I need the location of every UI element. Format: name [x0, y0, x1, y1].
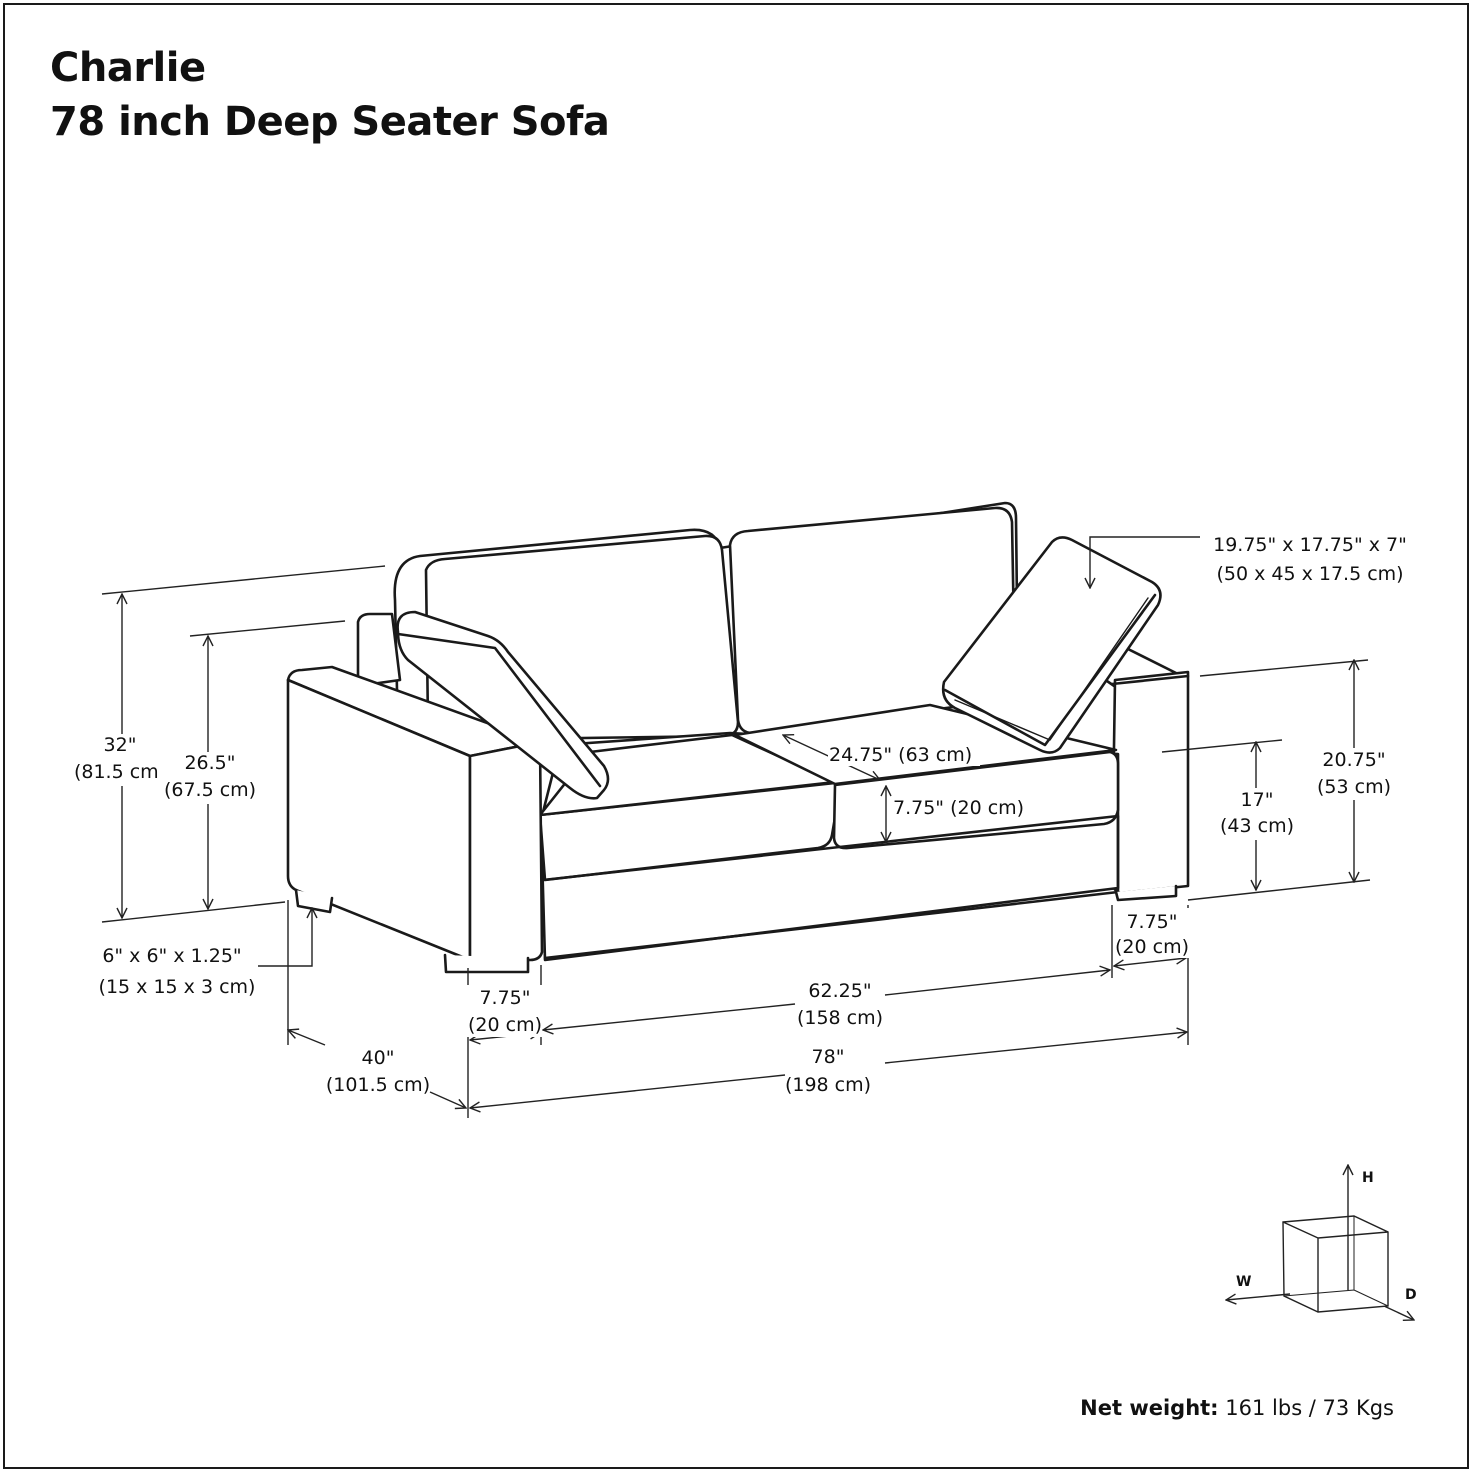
net-weight-label: Net weight: [1080, 1396, 1219, 1420]
depth-cm: (101.5 cm) [326, 1074, 430, 1096]
arm-height-in: 20.75" [1322, 749, 1385, 771]
diagram-frame [3, 3, 1469, 1469]
axis-d-line [1383, 1305, 1414, 1320]
arm-width-left-cm: (20 cm) [468, 1014, 542, 1036]
ext-line [1199, 659, 1369, 677]
throw-pillow-left [396, 610, 610, 800]
ext-line [189, 620, 346, 637]
arm-width-right-cm: (20 cm) [1115, 936, 1189, 958]
right-arm [1110, 670, 1190, 895]
throw-pillow-right-seam [954, 597, 1149, 741]
axis-label-d: D [1405, 1287, 1417, 1303]
seat-width-cm: (158 cm) [797, 1007, 883, 1029]
arm-width-left-in: 7.75" [479, 987, 530, 1009]
product-subtitle: 78 inch Deep Seater Sofa [50, 99, 610, 145]
pillow-size-in: 19.75" x 17.75" x 7" [1213, 534, 1407, 556]
left-arm-front [468, 740, 544, 964]
pillow-size-cm: (50 x 45 x 17.5 cm) [1216, 563, 1403, 585]
throw-pillow-right-edge [943, 593, 1157, 747]
overall-height-in: 32" [104, 734, 137, 756]
back-height-cm: (67.5 cm) [164, 779, 256, 801]
cube-front-edges [1282, 1221, 1389, 1312]
throw-pillow-right [941, 536, 1162, 754]
axis-label-w: W [1236, 1274, 1251, 1290]
dim-depth-right [429, 1091, 466, 1108]
depth-in: 40" [362, 1047, 395, 1069]
cushion-thickness-label: 7.75" (20 cm) [893, 797, 1024, 819]
axis-label-h: H [1362, 1170, 1374, 1186]
throw-pillow-left-edge [396, 632, 602, 788]
overall-height-cm: (81.5 cm) [74, 761, 166, 783]
left-arm-back [356, 612, 402, 688]
base-rail [541, 814, 1120, 960]
dim-arm-right [1114, 958, 1186, 966]
seat-width-in: 62.25" [808, 980, 871, 1002]
dim-width-left [470, 1074, 786, 1108]
right-foot [1114, 884, 1178, 902]
sofa-illustration [286, 501, 1190, 974]
dim-seat-width-left [543, 1003, 796, 1030]
cube-hidden-edges [1283, 1216, 1389, 1307]
leg-size-cm: (15 x 15 x 3 cm) [99, 976, 256, 998]
product-name: Charlie [50, 45, 206, 91]
cube-back-face [1282, 1215, 1389, 1313]
seat-height-cm: (43 cm) [1220, 815, 1294, 837]
ext-line [1187, 879, 1371, 901]
arm-height-cm: (53 cm) [1317, 776, 1391, 798]
ext-line [101, 901, 286, 923]
dim-depth-left [288, 1030, 326, 1046]
seat-depth-label: 24.75" (63 cm) [829, 744, 972, 766]
arm-width-right-in: 7.75" [1126, 911, 1177, 933]
seat-height-in: 17" [1241, 789, 1274, 811]
leg-leader [258, 908, 312, 967]
dim-width-right [884, 1032, 1187, 1064]
dimension-labels: 19.75" x 17.75" x 7" (50 x 45 x 17.5 cm)… [72, 528, 1415, 1096]
leg-size-in: 6" x 6" x 1.25" [102, 945, 241, 967]
ext-line [1161, 739, 1283, 753]
net-weight-value: 161 lbs / 73 Kgs [1218, 1396, 1394, 1420]
left-arm-top [286, 665, 542, 758]
width-in: 78" [812, 1046, 845, 1068]
dim-seat-width-right [884, 970, 1110, 996]
right-arm-front-top [1110, 674, 1190, 686]
axis-orientation-cube [1226, 1165, 1414, 1320]
front-left-foot [443, 953, 530, 974]
pillow-leader [1090, 536, 1200, 588]
net-weight: Net weight: 161 lbs / 73 Kgs [1080, 1396, 1394, 1420]
back-height-in: 26.5" [184, 752, 235, 774]
width-cm: (198 cm) [785, 1074, 871, 1096]
left-arm-side [286, 678, 472, 962]
ext-line [101, 565, 386, 595]
axis-w-line [1226, 1293, 1291, 1300]
